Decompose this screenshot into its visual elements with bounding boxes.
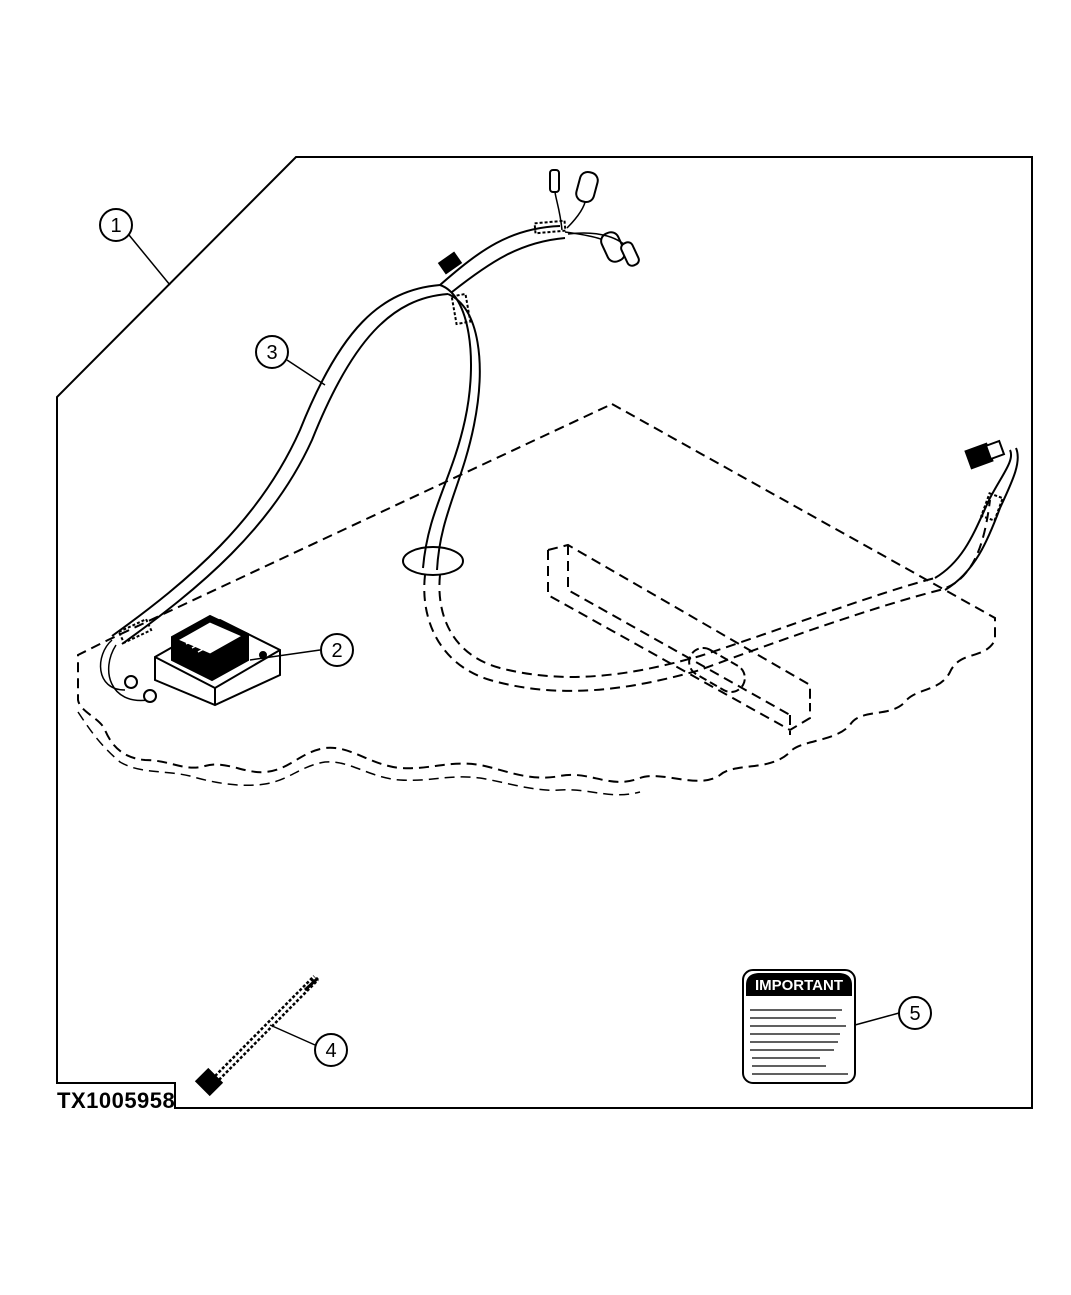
diagram-frame: [56, 156, 1033, 1109]
callout-number: 4: [325, 1040, 336, 1062]
frame-rail: [547, 543, 811, 735]
floor-panel: [77, 402, 996, 783]
callout-2: 2: [320, 633, 354, 667]
callout-1: 1: [99, 208, 133, 242]
rail-slot: [688, 647, 746, 693]
figure-id: TX1005958: [57, 1088, 176, 1113]
important-decal: [742, 969, 856, 1084]
callout-number: 2: [331, 640, 342, 662]
callout-3: 3: [255, 335, 289, 369]
floor-grommet-hole: [402, 546, 464, 576]
wiring-harness: [99, 225, 1019, 702]
harness-tape-wrap: [117, 219, 1004, 645]
callout-number: 3: [266, 342, 277, 364]
decal-heading: IMPORTANT: [755, 977, 843, 994]
callout-number: 5: [909, 1003, 920, 1025]
callout-leaders: [128, 234, 900, 1046]
cable-tie: [194, 975, 320, 1097]
callout-number: 1: [110, 215, 121, 237]
callout-5: 5: [898, 996, 932, 1030]
floor-panel-edge: [77, 711, 641, 796]
callout-4: 4: [314, 1033, 348, 1067]
harness-right-connector: [964, 439, 1006, 470]
harness-end-connectors: [549, 169, 640, 267]
control-module: [124, 614, 281, 707]
